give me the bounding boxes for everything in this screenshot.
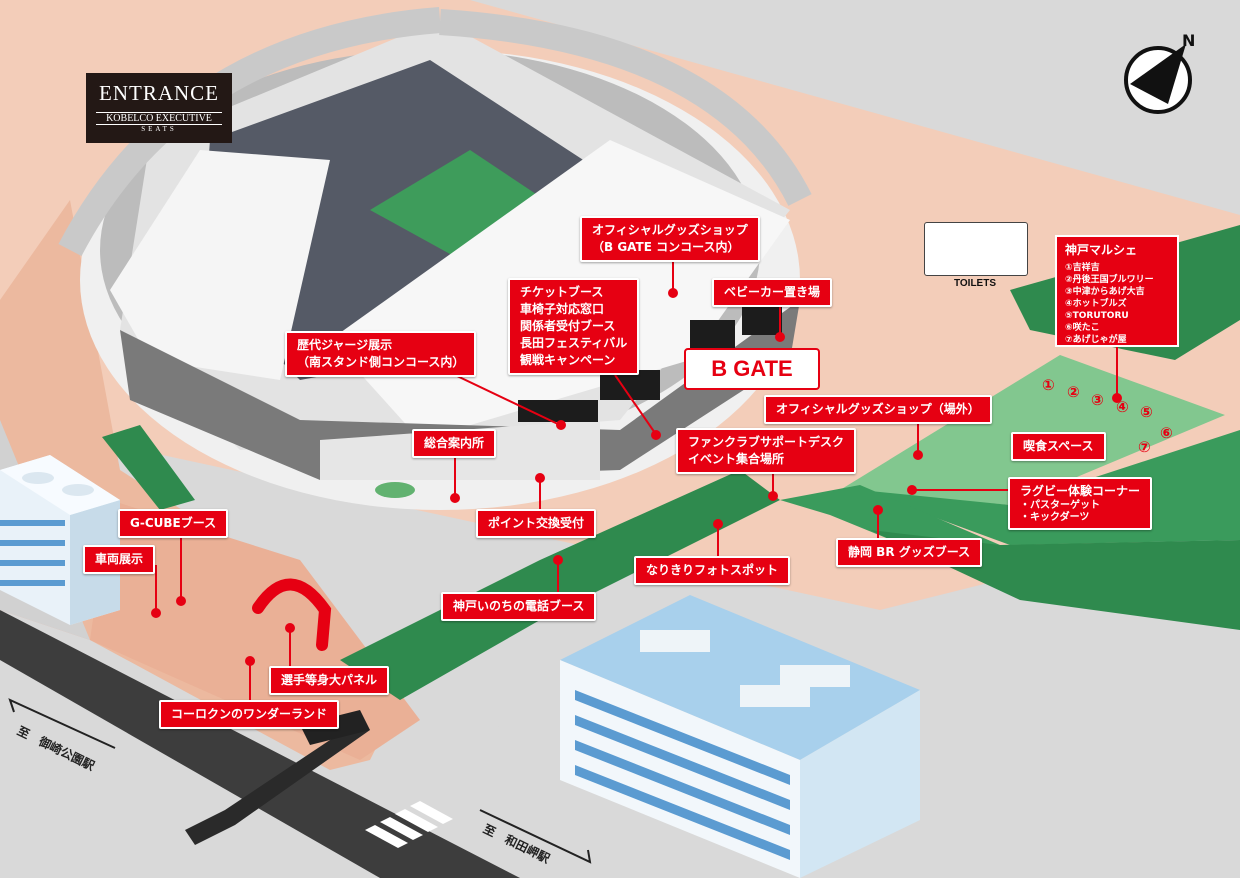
- entrance-line2: KOBELCO EXECUTIVE: [96, 112, 222, 125]
- label-line: 車椅子対応窓口: [520, 302, 605, 316]
- label-ticket-booth: チケットブース 車椅子対応窓口 関係者受付ブース 長田フェスティバル 観戦キャン…: [508, 278, 640, 375]
- label-stroller-parking: ベビーカー置き場: [712, 278, 833, 307]
- label-rugby-corner: ラグビー体験コーナー ・パスターゲット ・キックダーツ: [1008, 477, 1153, 530]
- label-line: オフィシャルグッズショップ: [592, 223, 748, 237]
- label-line: 観戦キャンペーン: [520, 353, 616, 367]
- label-line: （南スタンド側コンコース内）: [297, 355, 465, 369]
- leader-lines: [151, 258, 1122, 700]
- marche-item: ④ホットブルズ: [1065, 299, 1127, 309]
- marche-item: ①吉祥吉: [1065, 263, 1100, 273]
- marche-title: 神戸マルシェ: [1065, 243, 1138, 257]
- label-inochi-booth: 神戸いのちの電話ブース: [441, 592, 597, 621]
- label-gcube-booth: G-CUBEブース: [118, 509, 229, 538]
- road: [0, 610, 520, 878]
- label-eating-space: 喫食スペース: [1011, 432, 1106, 461]
- field-eating: [840, 355, 1225, 505]
- svg-text:N: N: [1182, 31, 1195, 50]
- label-fanclub-desk: ファンクラブサポートデスク イベント集合場所: [676, 428, 857, 474]
- marche-item: ⑦あげじゃが屋: [1065, 335, 1127, 345]
- label-info-center: 総合案内所: [412, 429, 497, 458]
- toilets-caption: TOILETS: [953, 278, 997, 289]
- field-small: [102, 425, 195, 510]
- crosswalk: [365, 801, 453, 848]
- stall-marker: ④: [1116, 398, 1129, 416]
- compass-icon: N: [1124, 31, 1195, 114]
- label-jersey-exhibit: 歴代ジャージ展示 （南スタンド側コンコース内）: [285, 331, 477, 377]
- stall-marker: ⑦: [1138, 438, 1151, 456]
- label-official-shop-outside: オフィシャルグッズショップ（場外）: [764, 395, 992, 424]
- entrance-sign: ENTRANCE KOBELCO EXECUTIVE SEATS: [86, 73, 232, 143]
- stall-marker: ①: [1042, 376, 1055, 394]
- label-sub-line: ・パスターゲット: [1020, 500, 1100, 511]
- marche-item: ⑥咲たこ: [1065, 323, 1100, 333]
- label-shizuoka-br-booth: 静岡 BR グッズブース: [836, 538, 983, 567]
- pedestrian-bridge: [185, 720, 370, 845]
- label-line: 関係者受付ブース: [520, 319, 616, 333]
- label-line: イベント集合場所: [688, 452, 785, 466]
- label-line: チケットブース: [520, 285, 604, 299]
- entrance-title: ENTRANCE: [99, 81, 219, 105]
- plaza-walkway: [90, 500, 420, 760]
- stall-marker: ③: [1091, 391, 1104, 409]
- b-gate-label: B GATE: [684, 348, 820, 390]
- label-line: 長田フェスティバル: [520, 336, 628, 350]
- label-line: ラグビー体験コーナー: [1020, 484, 1141, 498]
- marche-item: ③中津からあげ大吉: [1065, 287, 1145, 297]
- station-arrows: [8, 698, 592, 864]
- label-line: 歴代ジャージ展示: [297, 338, 393, 352]
- label-point-exchange: ポイント交換受付: [476, 509, 597, 538]
- label-korokun: コーロクンのワンダーランド: [159, 700, 340, 729]
- stall-marker: ⑥: [1160, 424, 1173, 442]
- korokun-arc: [252, 578, 332, 651]
- entrance-line3: SEATS: [141, 125, 177, 133]
- marche-item: ②丹後王国ブルワリー: [1065, 275, 1154, 285]
- field-strip: [340, 470, 780, 700]
- stall-marker: ⑤: [1140, 403, 1153, 421]
- toilets-sign: [924, 222, 1028, 276]
- kobe-marche-box: 神戸マルシェ ①吉祥吉 ②丹後王国ブルワリー ③中津からあげ大吉 ④ホットブルズ…: [1055, 235, 1179, 347]
- label-vehicle-exhibit: 車両展示: [83, 545, 156, 574]
- label-photo-spot: なりきりフォトスポット: [634, 556, 791, 585]
- label-sub-line: ・キックダーツ: [1020, 512, 1090, 523]
- label-player-panel: 選手等身大パネル: [269, 666, 390, 695]
- stall-marker: ②: [1067, 383, 1080, 401]
- label-line: ファンクラブサポートデスク: [688, 435, 845, 449]
- marche-item: ⑤TORUTORU: [1065, 311, 1129, 321]
- label-line: （B GATE コンコース内）: [592, 240, 740, 254]
- label-official-shop-inside: オフィシャルグッズショップ （B GATE コンコース内）: [580, 216, 760, 262]
- building-bottom: [560, 595, 920, 878]
